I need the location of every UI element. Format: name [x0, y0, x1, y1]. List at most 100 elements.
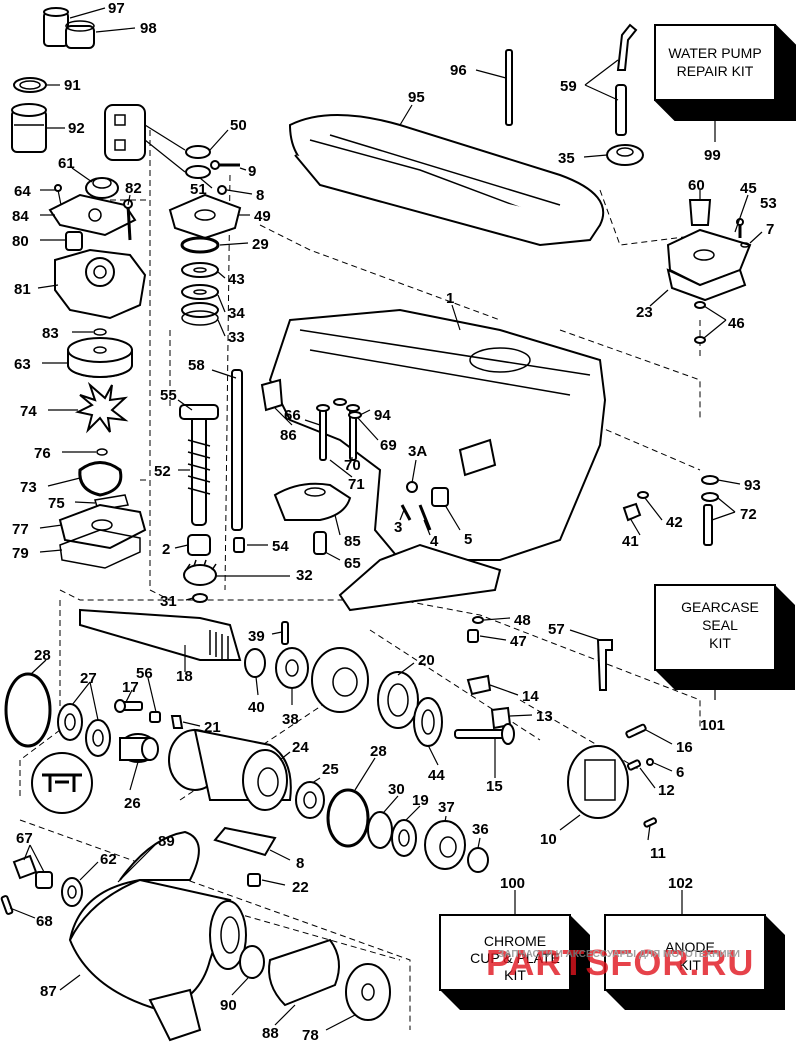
label-67: 67 [16, 830, 33, 847]
label-29: 29 [252, 236, 269, 253]
part-44-washer [413, 697, 443, 747]
part-86-block [260, 378, 284, 412]
part-76-key [96, 448, 108, 456]
part-60-grommet [688, 199, 712, 226]
kit-gearcase-line2: SEAL [702, 617, 738, 633]
label-53: 53 [760, 195, 777, 212]
watermark-tagline: ЗАПЧАСТИ И АКСЕССУАРЫ ДЛЯ МОТОТЕХНИКИ [498, 949, 740, 960]
part-32-pinion [183, 559, 217, 586]
label-54: 54 [272, 538, 289, 555]
part-39-pin [281, 621, 289, 645]
part-67-nut [12, 854, 53, 889]
kit-anode-line2: KIT [679, 957, 701, 973]
part-37-reverse-gear [424, 820, 466, 870]
label-86: 86 [280, 427, 297, 444]
label-49: 49 [254, 208, 271, 225]
part-55-52-driveshaft [179, 404, 219, 526]
part-96-tube [505, 49, 513, 126]
label-91: 91 [64, 77, 81, 94]
part-88-hub [268, 938, 340, 1007]
part-45-23-bearing-housing [666, 228, 752, 302]
label-3: 3 [394, 519, 402, 536]
assembly-guide-lines [19, 130, 701, 1030]
label-30: 30 [388, 781, 405, 798]
watermark: PARTSFOR.RU ЗАПЧАСТИ И АКСЕССУАРЫ ДЛЯ МО… [486, 942, 753, 983]
label-18: 18 [176, 668, 193, 685]
label-47: 47 [510, 633, 527, 650]
part-15-shaft [454, 723, 515, 745]
part-95-exhaust-housing [288, 114, 605, 247]
part-25-bearing [295, 781, 325, 819]
label-57: 57 [548, 621, 565, 638]
label-61: 61 [58, 155, 75, 172]
label-70: 70 [344, 457, 361, 474]
label-55: 55 [160, 387, 177, 404]
label-27: 27 [80, 670, 97, 687]
label-19: 19 [412, 792, 429, 809]
part-73-seal-ring [78, 461, 123, 497]
part-8-washer [217, 185, 227, 195]
part-50-51-seals-detail [104, 104, 211, 179]
label-44: 44 [428, 767, 445, 784]
part-20-shim [377, 671, 419, 729]
seal-detail-circle [31, 752, 93, 814]
kit-chrome-line3: KIT [504, 967, 526, 983]
label-81: 81 [14, 281, 31, 298]
label-102: 102 [668, 875, 693, 892]
label-41: 41 [622, 533, 639, 550]
label-52: 52 [154, 463, 171, 480]
part-2-bearing [187, 534, 211, 556]
label-11: 11 [650, 845, 666, 862]
part-46-washers [694, 301, 706, 344]
label-74: 74 [20, 403, 37, 420]
part-30-19-shims [367, 811, 417, 857]
label-28-left: 28 [34, 647, 51, 664]
label-20: 20 [418, 652, 435, 669]
label-80: 80 [12, 233, 29, 250]
label-50: 50 [230, 117, 247, 134]
label-13: 13 [536, 708, 553, 725]
part-78-plate [345, 963, 391, 1021]
label-56: 56 [136, 665, 153, 682]
kit-box-anode: ANODE KIT [604, 914, 785, 1010]
label-65: 65 [344, 555, 361, 572]
label-51: 51 [190, 181, 207, 198]
label-32: 32 [296, 567, 313, 584]
label-73: 73 [20, 479, 37, 496]
part-58-shift-rod [231, 369, 245, 553]
part-26-bearing [119, 733, 159, 763]
part-18-propshaft [79, 608, 242, 661]
part-1-gearcase [268, 308, 607, 612]
label-34: 34 [228, 305, 245, 322]
part-3A-3-4-5-hardware [400, 481, 449, 531]
label-99: 99 [704, 147, 721, 164]
label-8b: 8 [296, 855, 304, 872]
part-85-trim-tab [273, 482, 352, 521]
label-98: 98 [140, 20, 157, 37]
part-56-washer [149, 711, 161, 723]
label-87: 87 [40, 983, 57, 1000]
label-46: 46 [728, 315, 745, 332]
label-7: 7 [766, 221, 774, 238]
label-43: 43 [228, 271, 245, 288]
label-63: 63 [14, 356, 31, 373]
label-88: 88 [262, 1025, 279, 1042]
part-66-70-bolts [316, 404, 360, 461]
part-61-grommet [85, 177, 119, 199]
label-16: 16 [676, 739, 693, 756]
part-59-water-tube [615, 23, 638, 136]
part-9-bolt [210, 160, 240, 170]
label-92: 92 [68, 120, 85, 137]
label-25: 25 [322, 761, 339, 778]
label-59: 59 [560, 78, 577, 95]
part-57-shift-linkage [596, 639, 613, 691]
label-79: 79 [12, 545, 29, 562]
part-84-housing-plate [48, 193, 137, 237]
label-40: 40 [248, 699, 265, 716]
label-94: 94 [374, 407, 391, 424]
kit-box-gearcase-seal: GEARCASE SEAL KIT [654, 584, 795, 690]
label-37: 37 [438, 799, 455, 816]
part-65-bolt [313, 531, 327, 555]
label-17: 17 [122, 679, 139, 696]
label-6: 6 [676, 764, 684, 781]
